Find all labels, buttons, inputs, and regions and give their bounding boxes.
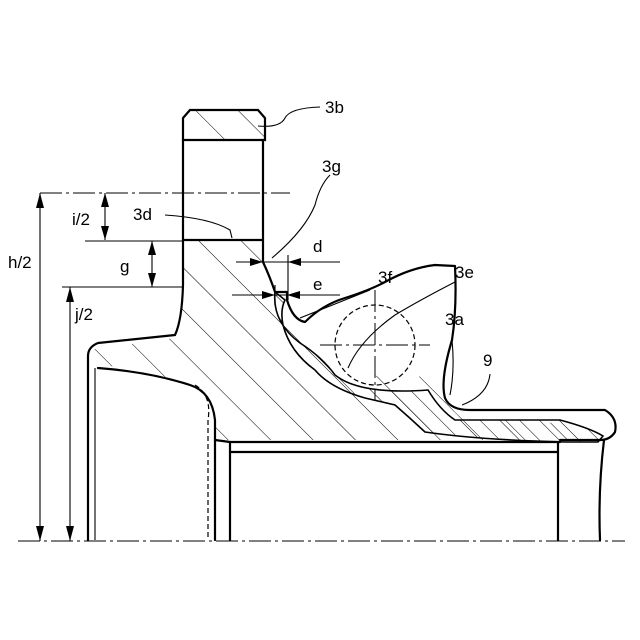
hidden-edge (195, 385, 209, 540)
left-step-profile (88, 240, 183, 540)
label-e: e (313, 275, 322, 294)
dim-i-arrow-bottom (101, 226, 109, 240)
dim-j-arrow-top (66, 287, 74, 302)
label-3b: 3b (325, 98, 344, 117)
dim-j-arrow-bottom (66, 526, 74, 541)
label-3e: 3e (455, 263, 474, 282)
leader-3d (165, 215, 232, 238)
dim-i-arrow-top (101, 193, 109, 207)
label-h-half: h/2 (8, 253, 32, 272)
label-3g: 3g (322, 157, 341, 176)
label-i-half: i/2 (72, 210, 90, 229)
dim-d-arrow-right (288, 258, 301, 266)
gear-ring-section (183, 110, 265, 140)
label-g: g (120, 257, 129, 276)
dim-g-arrow-top (148, 241, 156, 255)
right-end (600, 440, 605, 540)
leader-9 (462, 374, 490, 405)
label-3f: 3f (378, 268, 392, 287)
dim-h-arrow-top (36, 193, 44, 208)
label-3a: 3a (445, 310, 464, 329)
label-j-half: j/2 (74, 305, 93, 324)
leader-3b (258, 107, 320, 126)
dim-e-arrow-right (287, 291, 300, 299)
inner-bore-line (98, 368, 215, 540)
leader-3e (348, 282, 455, 368)
dim-g-arrow-bottom (148, 273, 156, 287)
leader-3f (300, 290, 370, 318)
label-d: d (313, 237, 322, 256)
label-9: 9 (483, 351, 492, 370)
label-3d: 3d (133, 205, 152, 224)
dim-h-arrow-bottom (36, 526, 44, 541)
